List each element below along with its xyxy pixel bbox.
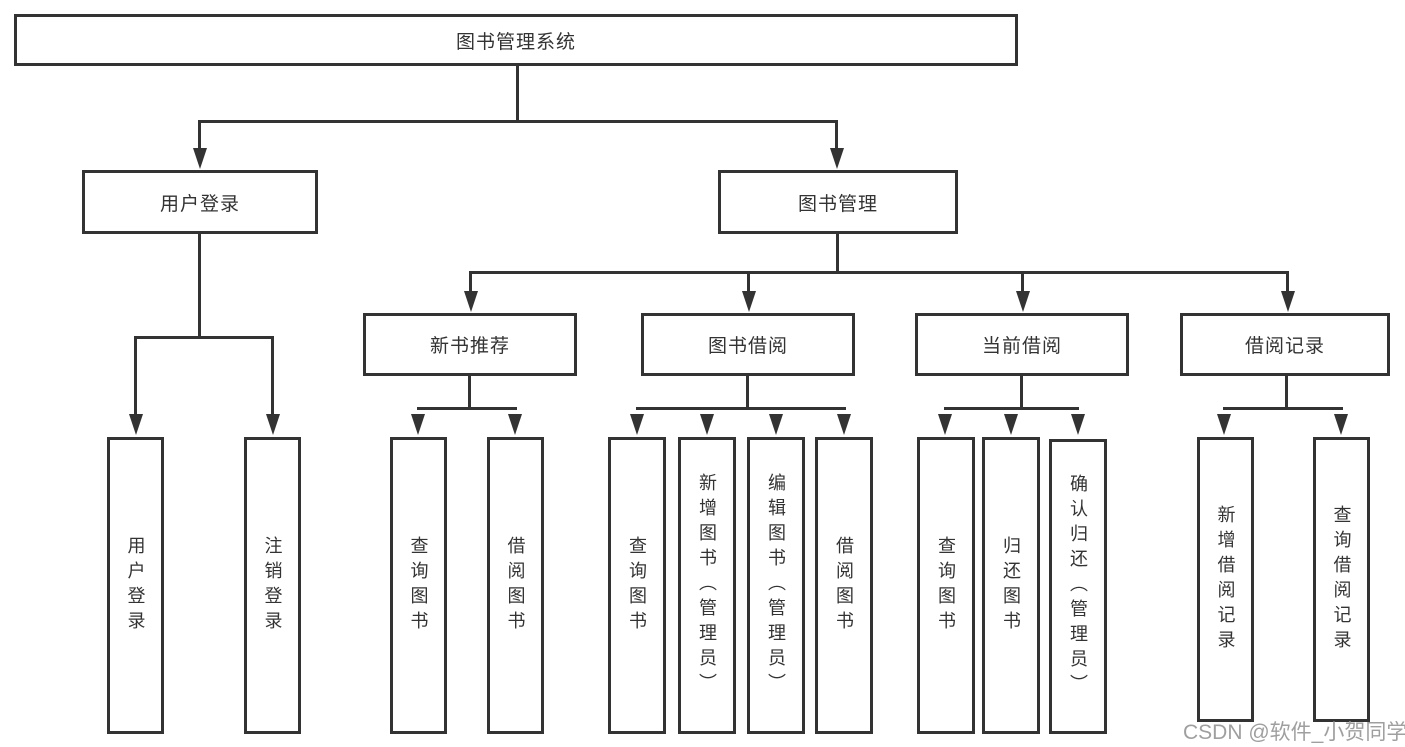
leaf-edit-book-admin-label: 编辑图书（管理员） — [766, 473, 786, 698]
node-borrow-record-label: 借阅记录 — [1244, 336, 1325, 357]
leaf-query-book-1: 查询图书 — [390, 437, 447, 734]
leaf-add-book-admin-label: 新增图书（管理员） — [697, 473, 717, 698]
leaf-borrow-book-2-label: 借阅图书 — [834, 535, 854, 636]
connector — [271, 336, 274, 414]
arrow-down-icon — [830, 148, 844, 169]
node-current-borrow-label: 当前借阅 — [981, 336, 1062, 357]
connector — [198, 120, 201, 150]
connector — [469, 271, 472, 293]
connector — [836, 234, 839, 271]
node-new-book-recommend-label: 新书推荐 — [429, 336, 510, 357]
node-root: 图书管理系统 — [14, 14, 1018, 66]
leaf-return-book-label: 归还图书 — [1001, 535, 1021, 636]
arrow-down-icon — [938, 414, 952, 435]
arrow-down-icon — [630, 414, 644, 435]
node-user-login-label: 用户登录 — [159, 193, 240, 215]
leaf-borrow-book-1: 借阅图书 — [487, 437, 544, 734]
leaf-user-login: 用户登录 — [107, 437, 164, 734]
arrow-down-icon — [1334, 414, 1348, 435]
node-borrow-record: 借阅记录 — [1180, 313, 1390, 376]
leaf-add-borrow-record: 新增借阅记录 — [1197, 437, 1254, 722]
leaf-return-book: 归还图书 — [982, 437, 1040, 734]
connector — [835, 120, 838, 150]
leaf-query-book-3: 查询图书 — [917, 437, 975, 734]
connector — [469, 271, 1289, 274]
leaf-add-book-admin: 新增图书（管理员） — [678, 437, 736, 734]
node-root-label: 图书管理系统 — [455, 31, 576, 53]
node-book-borrow-label: 图书借阅 — [707, 336, 788, 357]
node-user-login: 用户登录 — [82, 170, 318, 234]
arrow-down-icon — [193, 148, 207, 169]
arrow-down-icon — [1016, 291, 1030, 312]
node-new-book-recommend: 新书推荐 — [363, 313, 577, 376]
connector — [516, 66, 519, 122]
arrow-down-icon — [266, 414, 280, 435]
connector — [1285, 376, 1288, 407]
connector — [1286, 271, 1289, 293]
leaf-query-borrow-record: 查询借阅记录 — [1313, 437, 1370, 722]
node-current-borrow: 当前借阅 — [915, 313, 1129, 376]
connector — [1020, 376, 1023, 407]
arrow-down-icon — [742, 291, 756, 312]
arrow-down-icon — [769, 414, 783, 435]
arrow-down-icon — [1071, 414, 1085, 435]
arrow-down-icon — [700, 414, 714, 435]
leaf-edit-book-admin: 编辑图书（管理员） — [747, 437, 805, 734]
connector — [746, 376, 749, 407]
leaf-query-book-2-label: 查询图书 — [627, 535, 647, 636]
arrow-down-icon — [129, 414, 143, 435]
connector — [636, 407, 846, 410]
arrow-down-icon — [837, 414, 851, 435]
watermark: CSDN @软件_小贺同学 — [1183, 721, 1405, 744]
connector — [1021, 271, 1024, 293]
leaf-user-login-label: 用户登录 — [125, 535, 146, 636]
connector — [468, 376, 471, 407]
connector — [944, 407, 1079, 410]
connector — [198, 120, 838, 123]
connector — [134, 336, 274, 339]
arrow-down-icon — [508, 414, 522, 435]
leaf-query-book-1-label: 查询图书 — [408, 535, 429, 636]
arrow-down-icon — [1217, 414, 1231, 435]
leaf-logout: 注销登录 — [244, 437, 301, 734]
node-book-management-label: 图书管理 — [797, 193, 878, 215]
arrow-down-icon — [1281, 291, 1295, 312]
arrow-down-icon — [464, 291, 478, 312]
arrow-down-icon — [411, 414, 425, 435]
connector — [1223, 407, 1343, 410]
leaf-query-book-3-label: 查询图书 — [936, 535, 956, 636]
connector — [417, 407, 517, 410]
leaf-query-borrow-record-label: 查询借阅记录 — [1331, 504, 1352, 655]
arrow-down-icon — [1004, 414, 1018, 435]
node-book-management: 图书管理 — [718, 170, 958, 234]
leaf-confirm-return-admin: 确认归还（管理员） — [1049, 439, 1107, 734]
connector — [747, 271, 750, 293]
leaf-confirm-return-admin-label: 确认归还（管理员） — [1068, 474, 1088, 699]
leaf-borrow-book-1-label: 借阅图书 — [505, 535, 526, 636]
node-book-borrow: 图书借阅 — [641, 313, 855, 376]
leaf-logout-label: 注销登录 — [262, 535, 283, 636]
leaf-add-borrow-record-label: 新增借阅记录 — [1215, 504, 1236, 655]
leaf-query-book-2: 查询图书 — [608, 437, 666, 734]
connector — [198, 234, 201, 336]
leaf-borrow-book-2: 借阅图书 — [815, 437, 873, 734]
connector — [134, 336, 137, 414]
